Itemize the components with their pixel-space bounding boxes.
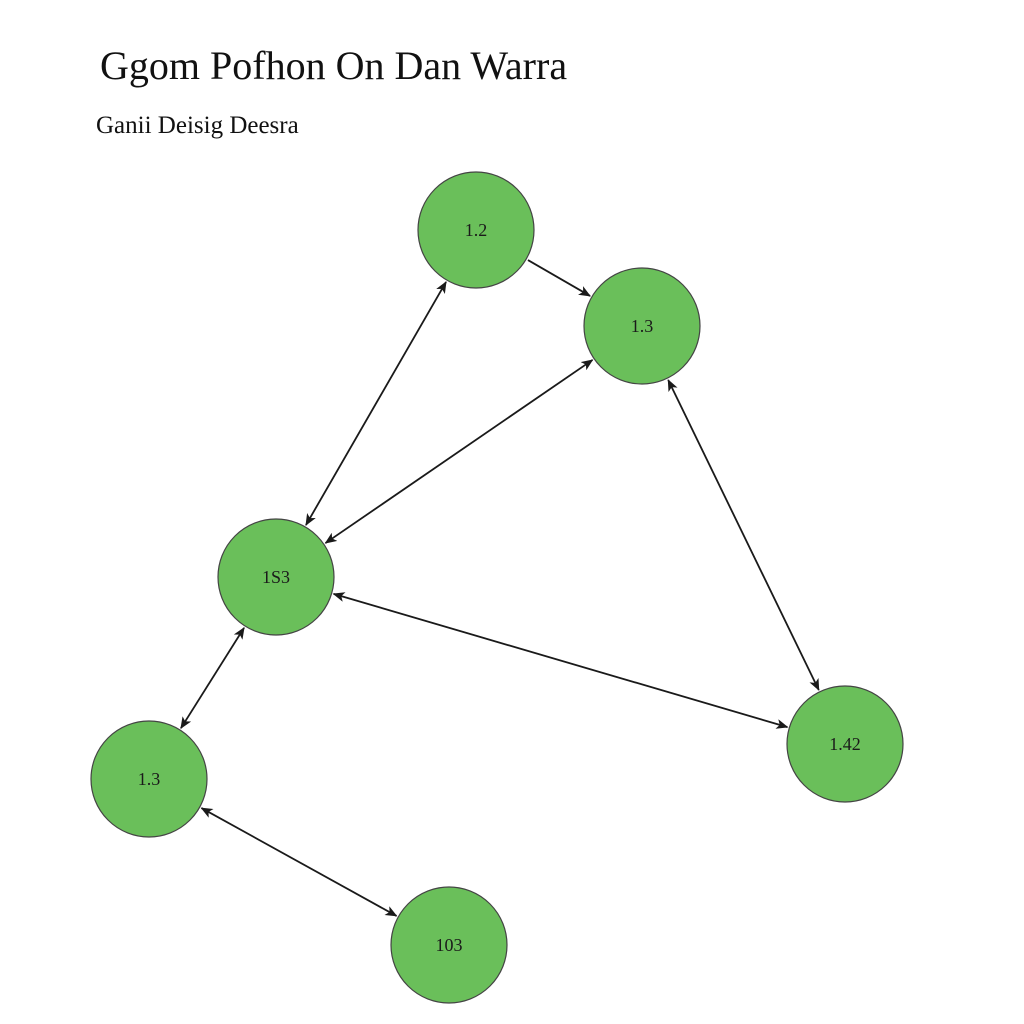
node-label: 1.42 — [829, 734, 861, 754]
node-c: 1S3 — [217, 518, 335, 636]
edge-c-e — [180, 626, 245, 730]
node-label: 1.3 — [138, 769, 161, 789]
node-label: 1.3 — [631, 316, 654, 336]
edge-a-b — [527, 259, 591, 297]
node-label: 103 — [436, 935, 463, 955]
node-circle — [786, 685, 904, 803]
edge-c-d — [332, 592, 789, 729]
node-circle — [390, 886, 508, 1004]
node-f: 103 — [390, 886, 508, 1004]
node-circle — [417, 171, 535, 289]
diagram-subtitle: Ganii Deisig Deesra — [96, 112, 299, 139]
nodes-layer: 1.2 1.3 1S3 1.42 1.3 103 — [90, 171, 904, 1004]
edges-layer — [180, 259, 820, 917]
node-label: 1S3 — [262, 567, 290, 587]
node-circle — [583, 267, 701, 385]
edge-e-f — [200, 807, 398, 917]
node-label: 1.2 — [465, 220, 488, 240]
edge-a-c — [305, 281, 447, 526]
node-b: 1.3 — [583, 267, 701, 385]
node-circle — [217, 518, 335, 636]
edge-b-c — [324, 359, 594, 544]
node-d: 1.42 — [786, 685, 904, 803]
diagram-title: Ggom Pofhon On Dan Warra — [100, 43, 568, 88]
node-a: 1.2 — [417, 171, 535, 289]
node-e: 1.3 — [90, 720, 208, 838]
edge-b-d — [667, 379, 820, 691]
node-circle — [90, 720, 208, 838]
